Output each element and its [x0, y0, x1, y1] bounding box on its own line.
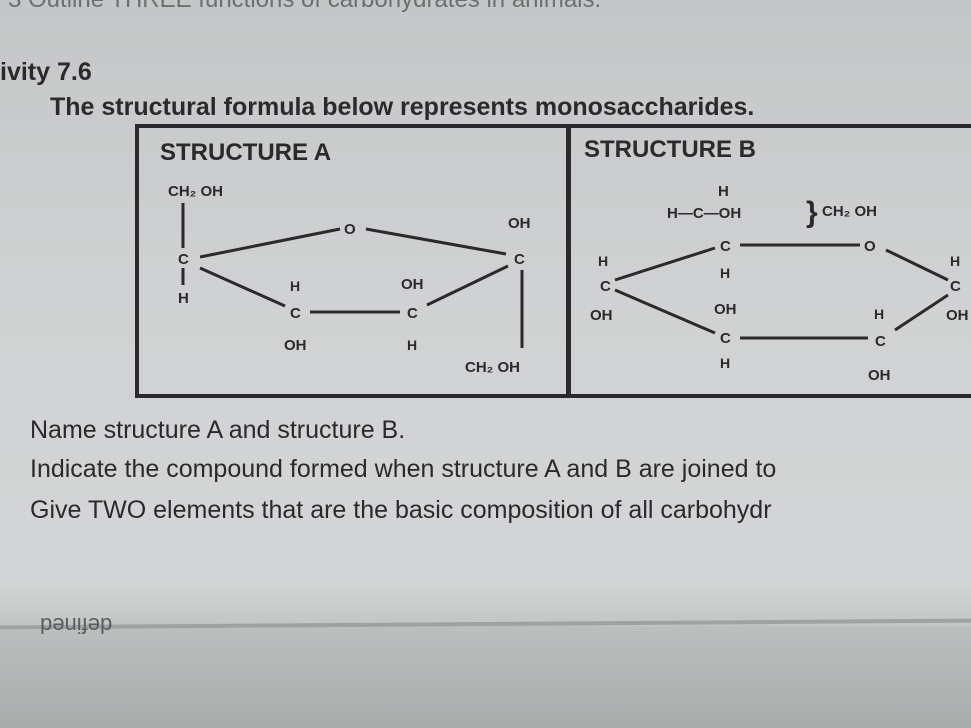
- label: C: [407, 305, 418, 322]
- label: C: [720, 330, 731, 347]
- label: H: [178, 290, 189, 307]
- label: OH: [508, 215, 531, 232]
- label: CH₂ OH: [465, 359, 520, 376]
- activity-heading: The structural formula below represents …: [50, 93, 755, 121]
- label: C: [178, 251, 189, 268]
- label: C: [290, 305, 301, 322]
- label: H: [950, 253, 960, 269]
- label: H: [720, 265, 730, 281]
- label: OH: [868, 367, 891, 384]
- page-below: [0, 626, 971, 728]
- label: C: [720, 238, 731, 255]
- structures-table: [135, 124, 971, 398]
- label: C: [875, 333, 886, 350]
- label: C: [600, 278, 611, 295]
- question-1: Name structure A and structure B.: [30, 416, 406, 444]
- bleed-through-text: defined: [40, 613, 113, 638]
- activity-title: ivity 7.6: [0, 58, 92, 86]
- label: H: [720, 355, 730, 371]
- structure-b-title: STRUCTURE B: [584, 136, 756, 163]
- label: H: [290, 278, 300, 294]
- label: H: [407, 337, 417, 353]
- label: O: [864, 238, 876, 255]
- label: CH₂ OH: [822, 203, 877, 220]
- structure-b: STRUCTURE B H H—C—OH } CH₂ OH C H O H C …: [584, 136, 969, 384]
- label: H—C—OH: [667, 205, 741, 222]
- question-2: Indicate the compound formed when struct…: [30, 455, 777, 483]
- structure-a: STRUCTURE A CH₂ OH C H O OH C CH₂ OH H C…: [160, 139, 531, 376]
- previous-question: 3 Outline THREE functions of carbohydrat…: [8, 0, 601, 14]
- label: OH: [284, 337, 307, 354]
- label: H: [718, 183, 729, 200]
- label: O: [344, 221, 356, 238]
- label: OH: [590, 307, 613, 324]
- label: H: [874, 306, 884, 322]
- label: OH: [946, 307, 969, 324]
- question-3: Give TWO elements that are the basic com…: [30, 496, 772, 524]
- table-divider: [566, 124, 571, 398]
- label: C: [950, 278, 961, 295]
- label: OH: [401, 276, 424, 293]
- label: }: [806, 196, 818, 229]
- label: OH: [714, 301, 737, 318]
- structure-a-title: STRUCTURE A: [160, 139, 331, 166]
- label: C: [514, 251, 525, 268]
- label: CH₂ OH: [168, 183, 223, 200]
- label: H: [598, 253, 608, 269]
